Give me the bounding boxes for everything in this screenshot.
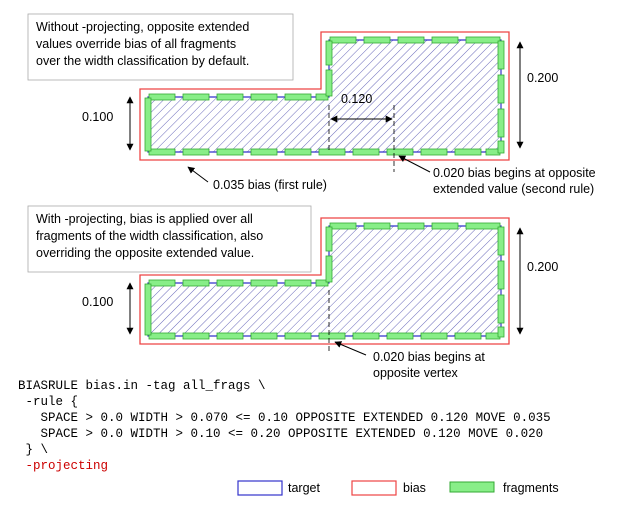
caption-line-1: Without -projecting, opposite extended bbox=[36, 20, 249, 34]
target-shape bbox=[147, 225, 502, 337]
bias-outline bbox=[139, 31, 510, 161]
legend-bias-label: bias bbox=[403, 481, 426, 495]
target-shape bbox=[147, 39, 502, 153]
callout-second-line-1: 0.020 bias begins at opposite bbox=[433, 166, 596, 180]
legend-fragments-label: fragments bbox=[503, 481, 559, 495]
caption-line-2: values override bias of all fragments bbox=[36, 37, 236, 51]
diagram-with-projecting: With -projecting, bias is applied over a… bbox=[27, 205, 558, 380]
fragments bbox=[144, 222, 505, 340]
dim-wide-label: 0.200 bbox=[527, 260, 558, 274]
callout-second-line-2: opposite vertex bbox=[373, 366, 459, 380]
code-line-3: SPACE > 0.0 WIDTH > 0.070 <= 0.10 OPPOSI… bbox=[18, 411, 551, 425]
caption-line-1: With -projecting, bias is applied over a… bbox=[36, 212, 253, 226]
bias-outline bbox=[139, 217, 510, 345]
code-line-2: -rule { bbox=[18, 395, 78, 409]
callout-second-line-1: 0.020 bias begins at bbox=[373, 350, 485, 364]
legend: target bias fragments bbox=[237, 480, 559, 496]
dim-narrow-label: 0.100 bbox=[82, 295, 113, 309]
code-line-5: } \ bbox=[18, 443, 48, 457]
code-line-1: BIASRULE bias.in -tag all_frags \ bbox=[18, 379, 266, 393]
caption-line-3: over the width classification by default… bbox=[36, 54, 249, 68]
fragments bbox=[144, 36, 505, 156]
callout-second-pointer bbox=[398, 155, 431, 173]
code-line-4: SPACE > 0.0 WIDTH > 0.10 <= 0.20 OPPOSIT… bbox=[18, 427, 543, 441]
caption-box bbox=[27, 205, 312, 273]
code-block: BIASRULE bias.in -tag all_frags \ -rule … bbox=[18, 379, 551, 473]
caption-line-3: overriding the opposite extended value. bbox=[36, 246, 254, 260]
code-line-projecting: -projecting bbox=[18, 459, 108, 473]
callout-second-line-2: extended value (second rule) bbox=[433, 182, 594, 196]
legend-fragments-swatch bbox=[449, 481, 495, 493]
legend-target-label: target bbox=[288, 481, 320, 495]
legend-target-swatch bbox=[237, 480, 283, 496]
dim-wide-label: 0.200 bbox=[527, 71, 558, 85]
caption-line-2: fragments of the width classification, a… bbox=[36, 229, 263, 243]
caption-box bbox=[27, 13, 294, 81]
dim-extended-label: 0.120 bbox=[341, 92, 372, 106]
dim-narrow-label: 0.100 bbox=[82, 110, 113, 124]
diagram-without-projecting: Without -projecting, opposite extended v… bbox=[27, 13, 596, 196]
callout-first-label: 0.035 bias (first rule) bbox=[213, 178, 327, 192]
callout-first-pointer bbox=[187, 166, 209, 183]
legend-bias-swatch bbox=[351, 480, 397, 496]
callout-second-pointer bbox=[334, 341, 367, 356]
